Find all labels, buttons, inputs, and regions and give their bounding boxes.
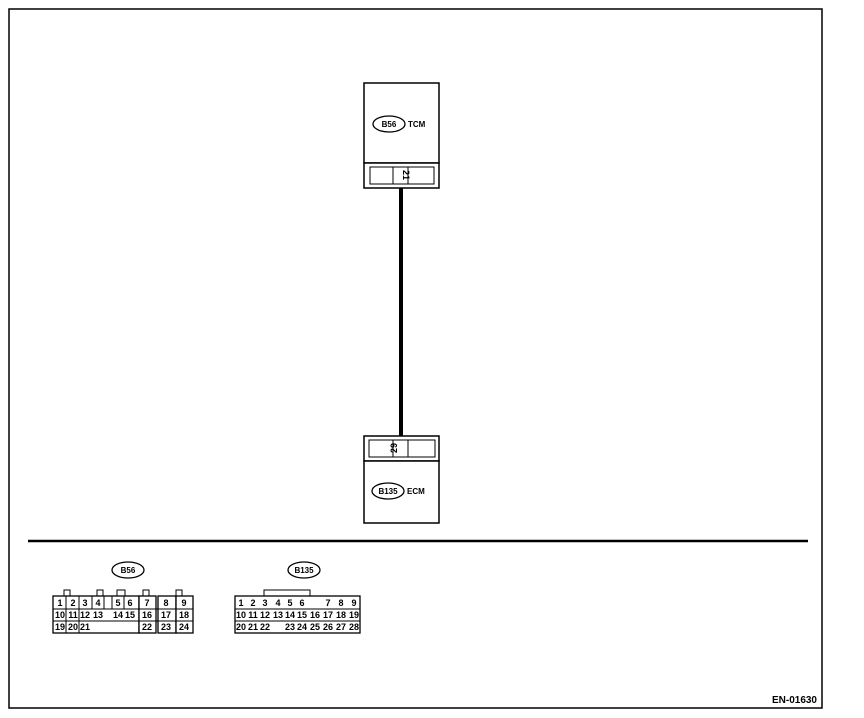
- connector-pin-label: 13: [93, 610, 103, 620]
- connector-pin-label: 21: [80, 622, 90, 632]
- connector-pin-label: 12: [260, 610, 270, 620]
- connector-pin-label: 3: [262, 598, 267, 608]
- connector-pin-label: 7: [144, 598, 149, 608]
- connector-b135-id: B135: [294, 566, 314, 575]
- connector-pin-label: 21: [248, 622, 258, 632]
- connector-pin-label: 24: [179, 622, 189, 632]
- connector-pin-label: 1: [238, 598, 243, 608]
- connector-pin-label: 2: [250, 598, 255, 608]
- connector-pin-label: 5: [287, 598, 292, 608]
- tcm-connector-id: B56: [382, 120, 397, 129]
- connector-pin-label: 17: [161, 610, 171, 620]
- connector-pin-label: 14: [285, 610, 295, 620]
- connector-pin-label: 23: [161, 622, 171, 632]
- connector-pin-label: 27: [336, 622, 346, 632]
- connector-pin-label: 13: [273, 610, 283, 620]
- connector-pin-label: 4: [95, 598, 100, 608]
- connector-pin-label: 19: [349, 610, 359, 620]
- connector-pin-label: 2: [70, 598, 75, 608]
- connector-b135-badge: [287, 561, 321, 579]
- connector-pin-label: 11: [248, 610, 258, 620]
- connector-pin-label: 14: [113, 610, 123, 620]
- ecm-module: 29 B135 ECM: [363, 435, 440, 524]
- connector-pin-label: 8: [338, 598, 343, 608]
- tcm-terminal-number: 21: [401, 170, 411, 180]
- connector-pin-label: 18: [179, 610, 189, 620]
- tcm-module: B56 TCM 21: [363, 82, 440, 189]
- tcm-connector-badge: [372, 115, 406, 133]
- connector-pin-label: 8: [163, 598, 168, 608]
- connector-pin-label: 18: [336, 610, 346, 620]
- connector-pin-label: 5: [115, 598, 120, 608]
- connector-pin-label: 22: [260, 622, 270, 632]
- connector-pin-label: 4: [275, 598, 280, 608]
- connector-pin-label: 17: [323, 610, 333, 620]
- connector-pin-label: 1: [57, 598, 62, 608]
- tcm-name: TCM: [408, 120, 426, 129]
- connector-pin-label: 11: [68, 610, 78, 620]
- ecm-name: ECM: [407, 487, 425, 496]
- connector-pin-label: 6: [299, 598, 304, 608]
- connector-pin-label: 9: [181, 598, 186, 608]
- connector-pin-label: 20: [68, 622, 78, 632]
- connector-pin-label: 15: [125, 610, 135, 620]
- connector-pin-label: 15: [297, 610, 307, 620]
- connector-pin-label: 23: [285, 622, 295, 632]
- connector-pin-label: 3: [82, 598, 87, 608]
- connector-pin-label: 20: [236, 622, 246, 632]
- connector-pin-label: 22: [142, 622, 152, 632]
- connector-pin-label: 6: [127, 598, 132, 608]
- connector-pin-label: 10: [236, 610, 246, 620]
- figure-code: EN-01630: [772, 695, 817, 706]
- ecm-terminal-number: 29: [389, 443, 399, 453]
- connector-pin-label: 16: [142, 610, 152, 620]
- connector-pin-label: 26: [323, 622, 333, 632]
- ecm-connector-badge: [371, 482, 405, 500]
- diagram-frame: [8, 8, 823, 709]
- connector-pin-label: 19: [55, 622, 65, 632]
- connector-pin-label: 10: [55, 610, 65, 620]
- connector-pin-label: 24: [297, 622, 307, 632]
- connector-pin-label: 7: [325, 598, 330, 608]
- connector-b56-id: B56: [121, 566, 136, 575]
- connector-b56-badge: [111, 561, 145, 579]
- connector-pin-label: 12: [80, 610, 90, 620]
- connector-pin-label: 28: [349, 622, 359, 632]
- connector-pin-label: 9: [351, 598, 356, 608]
- connector-pin-label: 16: [310, 610, 320, 620]
- ecm-connector-id: B135: [378, 487, 398, 496]
- connector-pin-label: 25: [310, 622, 320, 632]
